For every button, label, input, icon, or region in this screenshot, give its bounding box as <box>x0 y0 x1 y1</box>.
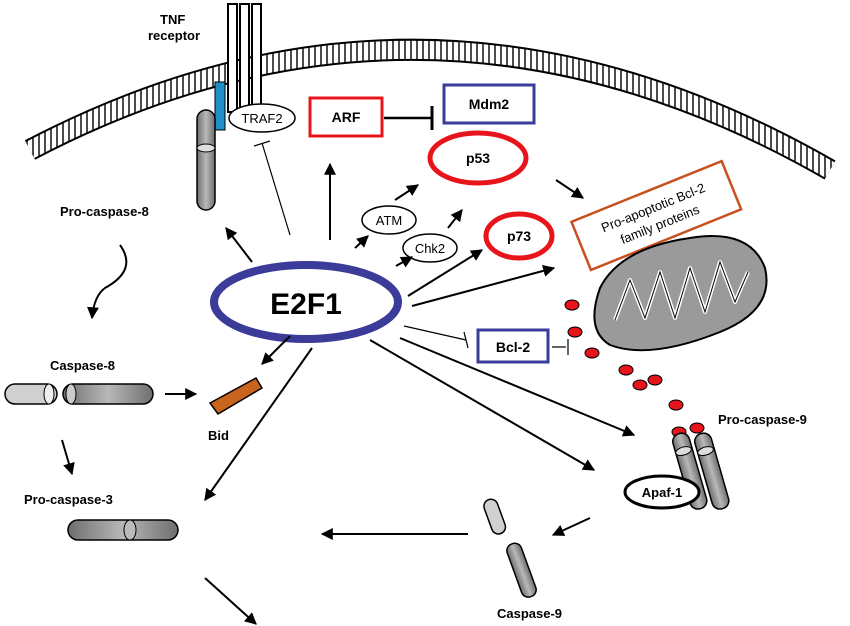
p53-node <box>427 130 529 186</box>
mdm2-label: Mdm2 <box>469 96 510 112</box>
traf-adaptor-blue <box>214 81 226 131</box>
caspase-9-cylinders <box>483 498 537 598</box>
p73-node <box>483 211 555 261</box>
pro-caspase-8-label: Pro-caspase-8 <box>60 204 149 219</box>
e2f1-label: E2F1 <box>270 288 342 321</box>
p73-label: p73 <box>507 228 531 244</box>
apaf1-label: Apaf-1 <box>642 485 682 500</box>
pro-caspase-8-cylinder <box>196 109 216 211</box>
arf-box <box>308 96 384 138</box>
chk2-node <box>402 233 458 263</box>
tnf-receptor-label-1: TNF <box>160 12 185 27</box>
bcl2-label: Bcl-2 <box>496 339 530 355</box>
atm-node <box>361 205 417 235</box>
caspase-8-label: Caspase-8 <box>50 358 115 373</box>
tnf-receptor-label-2: receptor <box>148 28 200 43</box>
traf2-node <box>228 103 296 133</box>
cell-membrane <box>24 38 836 180</box>
inhibition-lines <box>253 140 569 355</box>
pro-caspase-3-label: Pro-caspase-3 <box>24 492 113 507</box>
caspase-9-label: Caspase-9 <box>497 606 562 621</box>
apaf1-node <box>623 474 701 510</box>
mdm2-box <box>442 83 536 125</box>
pro-caspase-9-label: Pro-caspase-9 <box>718 412 807 427</box>
pro-caspase-3-cylinder <box>67 519 179 541</box>
p53-label: p53 <box>466 150 490 166</box>
bcl2-box <box>476 328 550 364</box>
arf-label: ARF <box>332 109 361 125</box>
mitochondrion <box>593 235 768 352</box>
chk2-label: Chk2 <box>415 241 445 256</box>
e2f1-node <box>210 261 402 343</box>
bid-label: Bid <box>208 428 229 443</box>
atm-label: ATM <box>376 213 402 228</box>
caspase-8-cylinders <box>4 383 154 405</box>
traf2-label: TRAF2 <box>241 111 282 126</box>
arrows <box>61 162 636 625</box>
bid-shape <box>208 376 264 415</box>
